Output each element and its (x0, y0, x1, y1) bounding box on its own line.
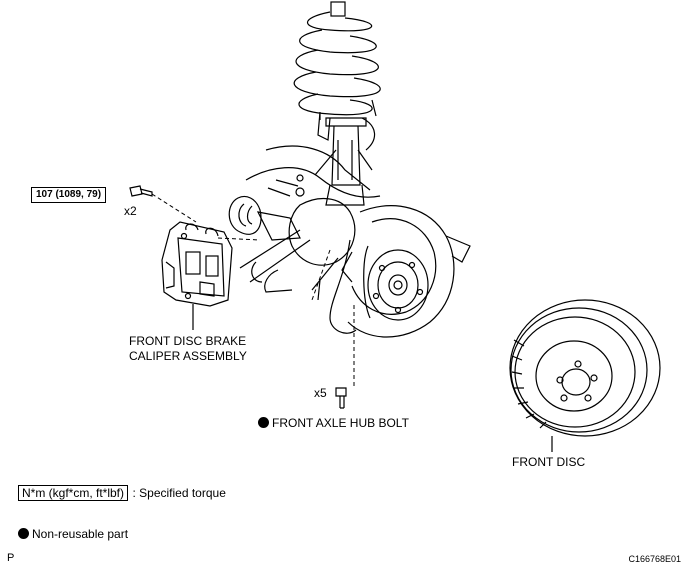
hub-bolt-quantity: x5 (314, 386, 327, 400)
steering-knuckle (228, 145, 381, 334)
corner-marker: P (7, 552, 15, 564)
hub-bolt (335, 387, 347, 409)
disc-label: FRONT DISC (512, 455, 586, 469)
hub-bolt-label: FRONT AXLE HUB BOLT (258, 416, 409, 430)
caliper-label-line2: CALIPER ASSEMBLY (129, 349, 247, 363)
legend-nonreusable-text: Non-reusable part (32, 527, 129, 541)
coil-spring (293, 1, 381, 120)
figure-code: C166768E01 (628, 554, 681, 564)
legend-torque: N*m (kgf*cm, ft*lbf) : Specified torque (18, 484, 226, 502)
axle-hub (341, 205, 471, 338)
legend-nonreusable: Non-reusable part (18, 527, 128, 541)
caliper-label-line1: FRONT DISC BRAKE (129, 334, 247, 348)
front-disc-rotor (509, 299, 661, 437)
legend-torque-desc: : Specified torque (132, 486, 226, 500)
torque-spec-box: 107 (1089, 79) (31, 187, 107, 203)
caliper-bolt (129, 185, 153, 197)
hub-bolt-label-text: FRONT AXLE HUB BOLT (272, 416, 409, 430)
legend-torque-units-box: N*m (kgf*cm, ft*lbf) (18, 485, 129, 501)
brake-caliper (161, 221, 233, 307)
strut-shock-absorber (314, 111, 376, 206)
caliper-bolt-quantity: x2 (124, 204, 137, 218)
legend-dot-icon (18, 528, 29, 539)
nonreusable-dot-icon (258, 417, 269, 428)
